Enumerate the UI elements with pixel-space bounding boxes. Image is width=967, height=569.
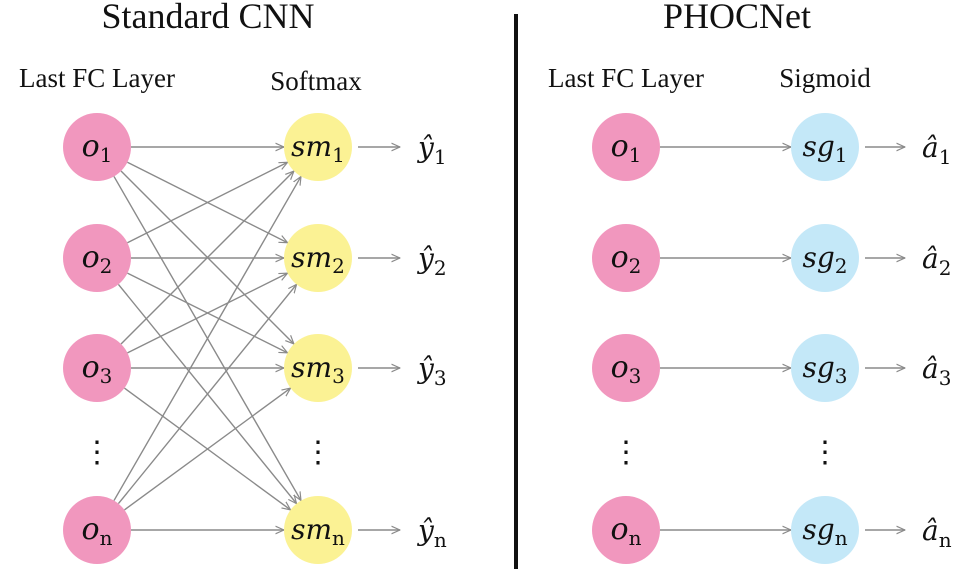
sigmoid-node-3-label: sg3 <box>802 351 847 388</box>
sigmoid-node-2-circle <box>791 224 859 292</box>
softmax-node-2-label: sm2 <box>291 241 345 278</box>
fc-edge-on-sm3 <box>124 388 290 511</box>
right-input-ellipsis: ⋮ <box>611 436 641 469</box>
left-panel-title: Standard CNN <box>102 0 315 36</box>
sigmoid-output-1: â1 <box>922 131 951 169</box>
fc-edge-o3-sm1 <box>120 171 294 345</box>
right-input-node-2: o2 <box>592 224 660 292</box>
nodes-layer: o1 sm1 o2 sm2 o3 sm3 on smn o1 sg1 o2 sg2 o3 sg3 on sgn <box>63 113 859 564</box>
right-input-node-3-label: o3 <box>611 350 642 388</box>
sigmoid-node-1: sg1 <box>791 113 859 181</box>
softmax-node-1: sm1 <box>284 113 352 181</box>
softmax-output-2: ŷ2 <box>416 242 447 280</box>
left-input-node-n-label: on <box>82 512 113 550</box>
softmax-node-2: sm2 <box>284 224 352 292</box>
right-input-column-label: Last FC Layer <box>548 63 704 93</box>
fc-edge-o3-sm2 <box>127 273 287 354</box>
right-input-node-n-label: on <box>611 512 642 550</box>
softmax-node-n: smn <box>284 496 352 564</box>
right-activation-column-label: Sigmoid <box>779 63 871 93</box>
softmax-output-3: ŷ3 <box>416 352 447 390</box>
right-input-node-2-circle <box>592 224 660 292</box>
left-input-node-n: on <box>63 496 131 564</box>
right-input-node-n-circle <box>592 496 660 564</box>
sigmoid-node-3-circle <box>791 334 859 402</box>
softmax-output-n: ŷn <box>416 514 447 552</box>
left-input-node-3: o3 <box>63 334 131 402</box>
softmax-node-3-circle <box>284 334 352 402</box>
left-input-column-label: Last FC Layer <box>19 63 175 93</box>
right-input-node-n: on <box>592 496 660 564</box>
left-input-node-2: o2 <box>63 224 131 292</box>
sigmoid-output-2: â2 <box>922 242 951 280</box>
fc-edge-on-sm1 <box>113 176 301 501</box>
softmax-node-3: sm3 <box>284 334 352 402</box>
left-input-node-1-label: o1 <box>82 129 113 167</box>
edges-layer <box>113 147 905 530</box>
left-input-node-1-circle <box>63 113 131 181</box>
left-input-node-1: o1 <box>63 113 131 181</box>
left-softmax-ellipsis: ⋮ <box>303 436 333 469</box>
outputs-layer: ŷ1 ŷ2 ŷ3 ŷn â1 â2 â3 ân <box>416 131 952 552</box>
fc-edge-on-sm2 <box>117 284 296 505</box>
left-input-ellipsis: ⋮ <box>82 436 112 469</box>
right-input-node-2-label: o2 <box>611 240 642 278</box>
softmax-output-1: ŷ1 <box>416 131 447 169</box>
sigmoid-node-2-label: sg2 <box>802 241 847 278</box>
left-input-node-2-circle <box>63 224 131 292</box>
sigmoid-output-3: â3 <box>922 352 951 390</box>
right-input-node-1: o1 <box>592 113 660 181</box>
sigmoid-node-2: sg2 <box>791 224 859 292</box>
sigmoid-node-1-circle <box>791 113 859 181</box>
softmax-node-1-circle <box>284 113 352 181</box>
softmax-node-1-label: sm1 <box>291 130 345 167</box>
softmax-node-2-circle <box>284 224 352 292</box>
left-input-node-3-circle <box>63 334 131 402</box>
right-input-node-1-label: o1 <box>611 129 642 167</box>
sigmoid-node-n-circle <box>791 496 859 564</box>
fc-edge-o2-sm1 <box>127 162 287 244</box>
left-input-node-3-label: o3 <box>82 350 113 388</box>
left-input-node-2-label: o2 <box>82 240 113 278</box>
sigmoid-node-n: sgn <box>791 496 859 564</box>
sigmoid-output-n: ân <box>922 514 952 552</box>
right-input-node-1-circle <box>592 113 660 181</box>
right-input-node-3-circle <box>592 334 660 402</box>
sigmoid-node-1-label: sg1 <box>802 130 847 167</box>
left-input-node-n-circle <box>63 496 131 564</box>
softmax-node-n-label: smn <box>291 513 345 550</box>
right-input-node-3: o3 <box>592 334 660 402</box>
sigmoid-node-n-label: sgn <box>802 513 847 550</box>
softmax-node-3-label: sm3 <box>291 351 345 388</box>
right-panel-title: PHOCNet <box>663 0 811 36</box>
left-activation-column-label: Softmax <box>270 66 362 96</box>
sigmoid-node-3: sg3 <box>791 334 859 402</box>
softmax-node-n-circle <box>284 496 352 564</box>
right-sigmoid-ellipsis: ⋮ <box>810 436 840 469</box>
